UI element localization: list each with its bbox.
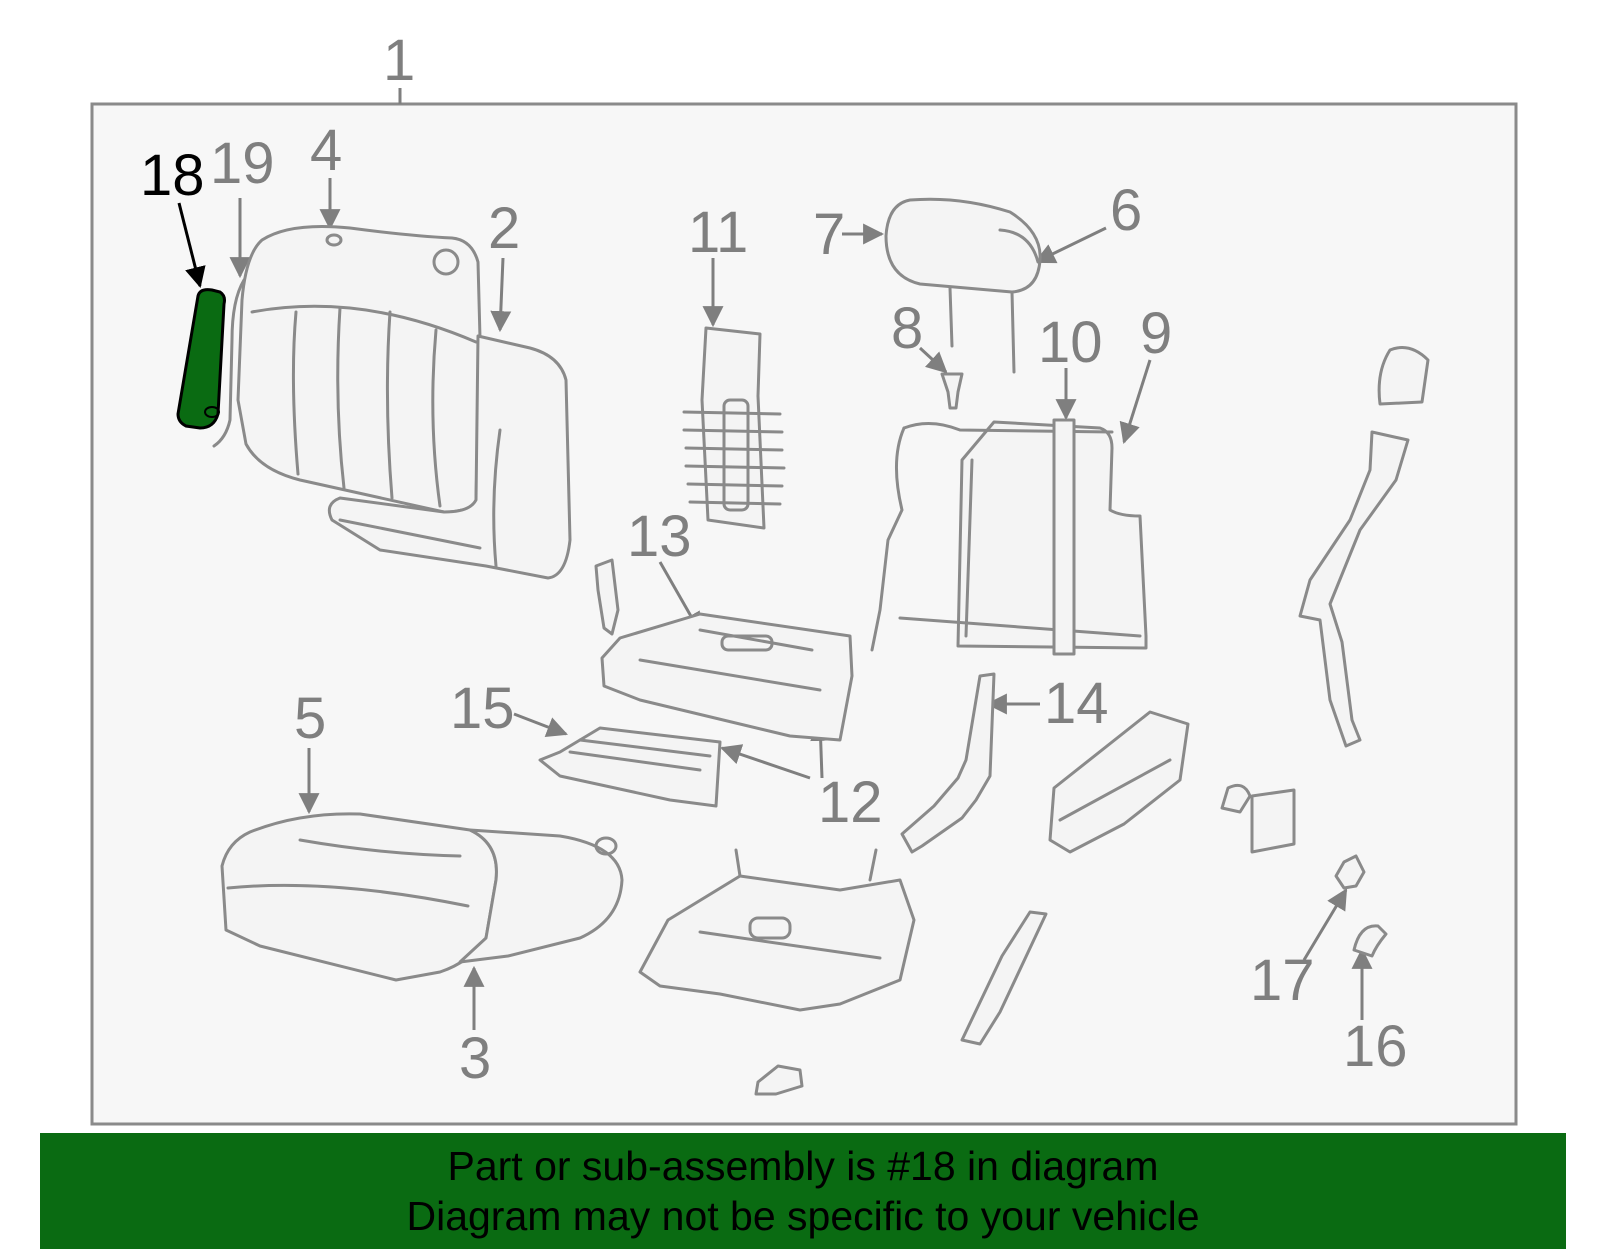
callout-12: 12: [818, 770, 883, 835]
part-13-cushion-pan: [600, 612, 854, 742]
callout-14: 14: [1044, 671, 1109, 736]
callout-7: 7: [813, 202, 845, 267]
part-5-cushion-cover: [220, 812, 498, 982]
callout-1: 1: [383, 28, 415, 93]
part-3-cushion: [458, 828, 624, 964]
part-6-7-headrest: [884, 197, 1042, 374]
bottom-clip: [754, 1064, 804, 1096]
track-cover: [960, 910, 1048, 1046]
part-19: [212, 278, 246, 448]
callout-9: 9: [1140, 301, 1172, 366]
part-11-lumbar: [682, 326, 786, 530]
seat-adjuster: [638, 848, 916, 1012]
callout-11: 11: [688, 200, 748, 265]
callout-18: 18: [140, 143, 205, 208]
banner-line-2: Diagram may not be specific to your vehi…: [406, 1193, 1200, 1239]
side-shield: [1048, 710, 1190, 854]
callout-19: 19: [210, 131, 275, 196]
part-4-seatback-cover: [236, 225, 482, 514]
part-10-rod: [1052, 418, 1076, 656]
part-9-seatback-frame: [870, 420, 1148, 652]
callout-3: 3: [459, 1026, 491, 1091]
callout-10: 10: [1038, 310, 1103, 375]
info-banner: Part or sub-assembly is #18 in diagram D…: [40, 1133, 1566, 1249]
part-16-clip: [1352, 924, 1388, 958]
trim-cap: [1377, 346, 1430, 406]
part-8-guide: [940, 372, 964, 410]
part-14-recliner: [900, 672, 996, 854]
callout-4: 4: [310, 118, 342, 183]
part-17-knob: [1334, 854, 1366, 890]
callout-15: 15: [450, 676, 515, 741]
side-trim-panel: [1298, 430, 1410, 748]
callout-2: 2: [488, 196, 520, 261]
part-2-seatback-rear: [327, 334, 572, 580]
banner-line-1: Part or sub-assembly is #18 in diagram: [447, 1143, 1159, 1189]
callout-8: 8: [891, 296, 923, 361]
callout-5: 5: [294, 686, 326, 751]
switch-parts: [1220, 783, 1296, 854]
part-15-mat: [538, 726, 722, 808]
callout-6: 6: [1110, 178, 1142, 243]
bracket-13a: [594, 558, 620, 636]
callout-16: 16: [1343, 1014, 1408, 1079]
callout-13: 13: [627, 504, 692, 569]
part-18-highlighted[interactable]: [176, 288, 226, 430]
